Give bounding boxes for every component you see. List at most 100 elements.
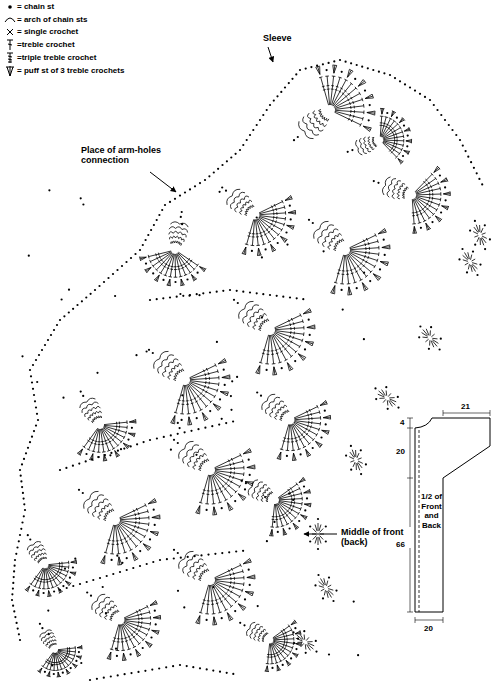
chain-dot [440,114,442,116]
chain-dot [229,289,231,291]
chain-dot [192,666,194,668]
chain-dot [217,168,219,170]
chain-dot [363,338,365,340]
chain-dot [176,296,178,298]
chain-dot [439,174,441,176]
chain-dot [152,561,154,563]
pointer-arrow [304,534,337,535]
chain-dot [174,281,176,283]
chain-dot [144,670,146,672]
chain-dot [219,671,221,673]
chain-dot [230,395,232,397]
chain-dot [149,538,151,540]
chain-dot [179,293,181,295]
chain-dot [11,599,13,601]
chain-dot [397,396,399,398]
chain-dot [219,191,221,193]
dimension-tick [490,410,491,416]
chain-dot [479,264,481,266]
chain-dot [13,576,15,578]
chain-dot [273,100,275,102]
chain-dot [271,667,273,669]
chain-dot [23,498,25,500]
part-label: Sleeve [262,33,293,43]
chain-dot [225,422,227,424]
chain-dot [361,66,363,68]
chain-dot [328,62,330,64]
chain-dot [309,334,311,336]
chain-dot [296,297,298,299]
chain-dot [379,268,381,270]
chain-dot [364,90,366,92]
chain-dot [305,68,307,70]
chain-dot [111,559,113,561]
chain-dot [70,667,72,669]
chain-dot [289,205,291,207]
chain-dot [115,648,117,650]
chain-dot [114,295,116,297]
chain-dot [134,253,136,255]
chain-dot [295,73,297,75]
chain-dot [221,617,223,619]
chain-dot [276,295,278,297]
chain-dot [47,610,49,612]
chain-dot [59,319,61,321]
chain-dot [257,605,259,607]
legend-text: = chain st [17,2,54,11]
chain-dot [85,296,87,298]
chain-dot [94,289,96,291]
chain-dot [209,410,211,412]
chain-dot [75,660,77,662]
pointer-arrow [268,47,273,62]
chain-dot [11,593,13,595]
chain-dot [256,216,258,218]
chain-dot [12,582,14,584]
chain-dot [20,480,22,482]
chain-dot [262,293,264,295]
chain-dot [360,473,362,475]
chain-dot [325,525,327,527]
chain-dot [16,546,18,548]
chain-dot [85,460,87,462]
chain-dot [19,469,21,471]
chain-dot [444,186,446,188]
chain-dot [181,419,183,421]
chain-dot [166,558,168,560]
chain-dot [152,272,154,274]
chain-dot [97,456,99,458]
chain-dot [365,463,367,465]
dimension-label: 20 [424,624,433,633]
chain-dot [152,352,154,354]
chain-dot [350,62,352,64]
chain-dot [304,348,306,350]
chain-dot [368,119,370,121]
chain-dot [20,475,22,477]
dimension-tick [407,478,413,479]
chain-dot [72,465,74,467]
chain-dot [29,441,31,443]
chain-dot [249,134,251,136]
chain-dot [29,369,31,371]
chain-dot [397,407,399,409]
chain-dot [78,651,80,653]
chain-dot [230,409,232,411]
chain-dot [177,442,179,444]
chain-dot [107,277,109,279]
chain-dot [345,455,347,457]
chain-dot [149,299,151,301]
chain-dot [232,673,234,675]
chain-dot [150,229,152,231]
chain-dot [282,296,284,298]
chain-dot [418,336,420,338]
chain-dot [27,534,29,536]
chain-dot [76,304,78,306]
chain-dot [269,294,271,296]
chain-dot [325,423,327,425]
chain-dot [179,427,181,429]
chain-dot [341,289,343,291]
chain-dot [14,616,16,618]
chain-dot [293,139,295,141]
chain-dot [31,381,33,383]
